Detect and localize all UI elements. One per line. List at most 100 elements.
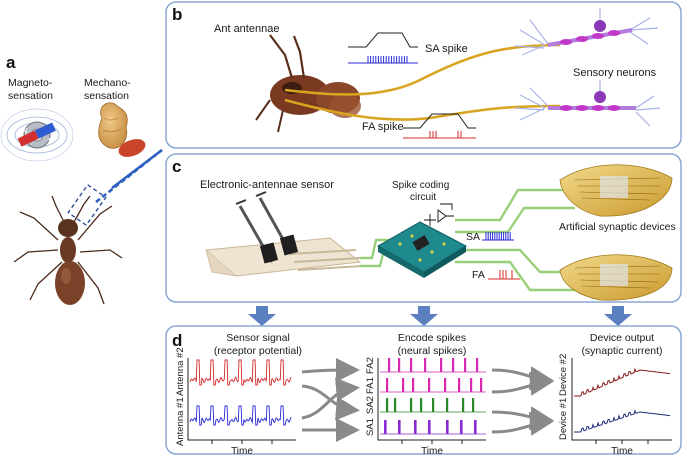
magnet-pole-n: N [22,128,27,135]
panel-c-to-d-arrows [248,306,632,326]
panel-c-frame [165,153,682,303]
fa1-spike-row [386,378,483,392]
antenna2-axis-label: Antenna #2 [175,347,186,396]
antenna1-axis-label: Antenna #1 [175,397,186,446]
fa1-spike-5 [458,378,461,392]
sa2-spike-5 [446,398,449,412]
sensory-neuron-upper [514,8,659,56]
spike-coding-circuit-icon [376,203,468,278]
magnet-field-icon: N S [0,108,74,162]
circuit-label-line1: Spike coding [392,180,449,191]
ant-icon [13,195,123,305]
svg-text:(neural spikes): (neural spikes) [398,345,467,357]
svg-text:sensation: sensation [84,90,129,102]
zoom-connector-arrow [111,149,163,189]
device-time-label: Time [611,446,633,457]
devices-label: Artificial synaptic devices [559,221,676,233]
sa2-spike-2 [410,398,413,412]
sa1-spike-6 [474,420,477,434]
antenna1-signal-trace [189,405,292,426]
panel-c-letter: c [172,157,181,176]
sa2-spike-1 [394,398,397,412]
fa1-spike-0 [386,378,389,392]
fa-output-label: FA [472,269,485,281]
encode-spikes-plot [377,358,486,444]
magneto-label: Magneto- sensation [8,77,53,102]
sa2-spike-7 [472,398,475,412]
fa2-spike-7 [476,358,479,372]
sa2-spike-3 [420,398,423,412]
fa1-spike-6 [470,378,473,392]
svg-text:(synaptic current): (synaptic current) [581,345,662,357]
fa2-spike-5 [452,358,455,372]
sa2-spike-4 [432,398,435,412]
fa2-row-label: FA2 [365,357,376,374]
sa1-spike-5 [460,420,463,434]
sa-spike-plot [348,32,418,64]
panel-b-letter: b [172,5,182,24]
fa2-spike-2 [410,358,413,372]
encode-spikes-title: Encode spikes (neural spikes) [398,332,467,357]
circuit-label-line2: circuit [410,192,436,203]
magnet-pole-s: S [48,138,53,145]
sensory-neurons-label: Sensory neurons [573,67,657,79]
svg-text:Device output: Device output [590,332,654,344]
sa-nerve-fiber [284,43,561,96]
sa1-spike-3 [428,420,431,434]
panel-d-letter: d [172,331,182,350]
fa1-spike-3 [428,378,431,392]
sensor-signal-title: Sensor signal (receptor potential) [214,332,302,357]
panel-d-frame [165,325,682,455]
synaptic-device-upper-icon [559,164,673,217]
sa1-row-label: SA1 [365,418,376,436]
fa1-spike-7 [480,378,483,392]
antenna2-signal-trace [189,359,292,386]
svg-text:Mechano-: Mechano- [84,77,131,89]
antenna-zoom-box [67,183,107,227]
fa2-spike-4 [440,358,443,372]
sa2-spike-0 [386,398,389,412]
device-output-plot [571,358,672,444]
ant-head-icon [255,34,361,133]
sensor-time-label: Time [231,446,253,457]
svg-text:sensation: sensation [8,90,53,102]
sa2-spike-6 [462,398,465,412]
svg-text:Magneto-: Magneto- [8,77,53,89]
fa2-spike-1 [398,358,401,372]
mechano-label: Mechano- sensation [84,77,131,102]
fa-output-spikes [499,270,513,279]
fa2-spike-6 [464,358,467,372]
spikes-time-label: Time [421,446,443,457]
sensory-neuron-lower [514,80,661,127]
sensor-to-spike-arrows [301,358,360,442]
device2-current-trace [574,367,671,397]
svg-text:Encode spikes: Encode spikes [398,332,466,344]
fa-spike-plot [403,113,476,139]
fa1-spike-1 [402,378,405,392]
panel-a-letter: a [6,53,16,72]
fa2-spike-row [388,358,479,372]
fa1-spike-2 [412,378,415,392]
svg-text:(receptor potential): (receptor potential) [214,345,302,357]
device1-axis-label: Device #1 [558,398,569,440]
sensor-signal-plot [187,358,296,444]
spike-to-device-arrows [491,366,554,436]
sa1-spike-2 [414,420,417,434]
fa-spike-label: FA spike [362,121,404,133]
fa2-spike-0 [388,358,391,372]
synaptic-device-lower-icon [559,254,673,301]
panel-b-frame [165,1,682,149]
fa1-row-label: FA1 [365,377,376,394]
device-output-title: Device output (synaptic current) [581,332,662,357]
electronic-antenna-sensor-icon [204,191,363,277]
sa1-spike-1 [398,420,401,434]
device2-axis-label: Device #2 [558,354,569,396]
sa1-spike-4 [446,420,449,434]
sa-output-label: SA [466,231,480,243]
sa1-spike-row [384,420,477,434]
fa1-spike-4 [444,378,447,392]
sensor-label: Electronic-antennae sensor [200,179,334,191]
fa2-spike-3 [424,358,427,372]
sa-spike-label: SA spike [425,43,468,55]
